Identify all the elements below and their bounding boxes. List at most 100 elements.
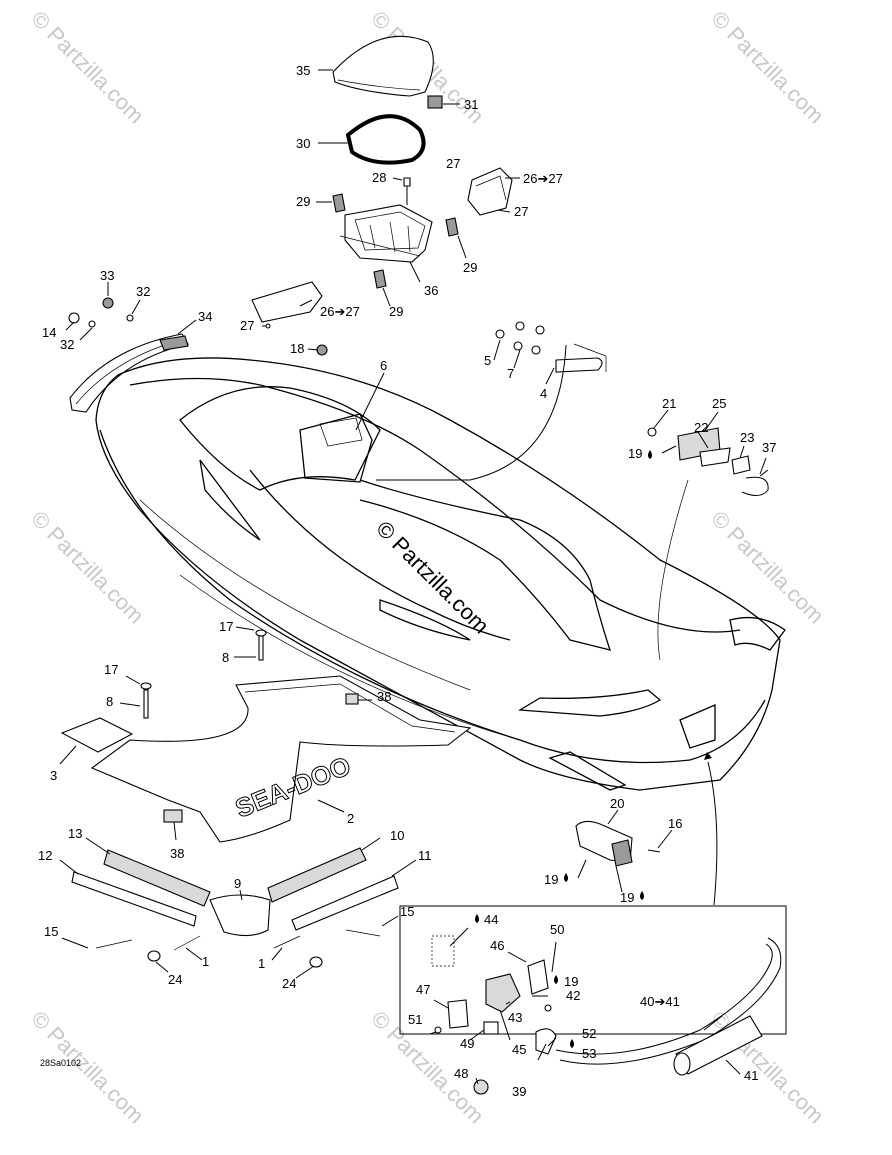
callout-label: 32	[60, 337, 74, 352]
callout-label: 36	[424, 283, 438, 298]
callout-label: 18	[290, 341, 304, 356]
storage-cover-part	[332, 35, 443, 109]
callout-label: 8	[222, 650, 229, 665]
callout-label: 27	[514, 204, 528, 219]
callout-label: 40➔41	[640, 994, 680, 1009]
callout-label: 28	[372, 170, 386, 185]
callout-label: 9	[234, 876, 241, 891]
hitch-parts	[495, 321, 607, 373]
hull-liner-part	[90, 675, 472, 843]
callout-label: 16	[668, 816, 682, 831]
callout-label: 41	[744, 1068, 758, 1083]
callout-labels: 35 31 30 27 28 26➔27 29 27 29 36 29 33 3…	[38, 63, 776, 1099]
bracket-part	[467, 167, 513, 216]
callout-label: 34	[198, 309, 212, 324]
callout-label: 27	[240, 318, 254, 333]
callout-label: 29	[463, 260, 477, 275]
watermark-text: © Partzilla.com	[26, 506, 149, 629]
callout-label: 30	[296, 136, 310, 151]
callout-label: 45	[512, 1042, 526, 1057]
sealant-drop-icon	[475, 914, 479, 923]
callout-label: 37	[762, 440, 776, 455]
sealant-drop-icon	[640, 891, 644, 900]
callout-label: 38	[170, 846, 184, 861]
callout-label: 2	[347, 811, 354, 826]
plug-parts	[140, 629, 267, 719]
callout-label: 3	[50, 768, 57, 783]
callout-label: 15	[400, 904, 414, 919]
callout-label: 13	[68, 826, 82, 841]
liner-gasket-part	[60, 717, 134, 753]
callout-label: 10	[390, 828, 404, 843]
callout-label: 24	[282, 976, 296, 991]
sealant-drop-icon	[564, 873, 568, 882]
callout-label: 29	[389, 304, 403, 319]
sponson-parts	[71, 847, 399, 968]
callout-label: 4	[540, 386, 547, 401]
callout-label: 19	[620, 890, 634, 905]
leader-arrow	[707, 761, 718, 906]
watermark-text: © Partzilla.com	[706, 1006, 829, 1129]
callout-label: 1	[258, 956, 265, 971]
callout-label: 14	[42, 325, 56, 340]
callout-label: 1	[202, 954, 209, 969]
callout-label: 24	[168, 972, 182, 987]
plate-part	[251, 281, 323, 329]
callout-label: 25	[712, 396, 726, 411]
callout-label: 51	[408, 1012, 422, 1027]
callout-label: 21	[662, 396, 676, 411]
callout-label: 43	[508, 1010, 522, 1025]
callout-label: 31	[464, 97, 478, 112]
callout-label: 17	[104, 662, 118, 677]
sealant-drop-icon	[570, 1039, 574, 1048]
callout-label: 48	[454, 1066, 468, 1081]
watermark-text: © Partzilla.com	[706, 6, 829, 129]
tow-pole-parts	[431, 935, 782, 1095]
callout-label: 39	[512, 1084, 526, 1099]
callout-label: 15	[44, 924, 58, 939]
callout-label: 33	[100, 268, 114, 283]
callout-label: 53	[582, 1046, 596, 1061]
callout-label: 49	[460, 1036, 474, 1051]
callout-label: 44	[484, 912, 498, 927]
callout-label: 12	[38, 848, 52, 863]
callout-label: 42	[566, 988, 580, 1003]
storage-bin-part	[332, 177, 459, 289]
callout-label: 19	[628, 446, 642, 461]
callout-label: 23	[740, 430, 754, 445]
callout-label: 19	[564, 974, 578, 989]
eye-bracket-parts	[647, 427, 769, 661]
callout-label: 22	[694, 420, 708, 435]
callout-label: 26➔27	[320, 304, 360, 319]
callout-label: 6	[380, 358, 387, 373]
storage-gasket-part	[345, 114, 426, 165]
watermarks: © Partzilla.com © Partzilla.com © Partzi…	[26, 6, 829, 1129]
bumper-part	[68, 297, 328, 413]
callout-label: 50	[550, 922, 564, 937]
callout-label: 52	[582, 1026, 596, 1041]
hull-body	[95, 357, 786, 791]
leader-lines	[59, 69, 767, 1085]
sealant-drop-icons	[475, 450, 652, 1048]
callout-label: 46	[490, 938, 504, 953]
callout-label: 19	[544, 872, 558, 887]
drain-plug-parts	[575, 820, 661, 867]
watermark-text: © Partzilla.com	[366, 1006, 489, 1129]
callout-label: 32	[136, 284, 150, 299]
callout-label: 35	[296, 63, 310, 78]
watermark-text: © Partzilla.com	[706, 506, 829, 629]
callout-label: 47	[416, 982, 430, 997]
callout-label: 8	[106, 694, 113, 709]
callout-label: 11	[418, 848, 432, 863]
callout-label: 26➔27	[523, 171, 563, 186]
sealant-drop-icon	[648, 450, 652, 459]
sealant-drop-icon	[554, 975, 558, 984]
callout-label: 27	[446, 156, 460, 171]
watermark-text: © Partzilla.com	[26, 6, 149, 129]
callout-label: 5	[484, 353, 491, 368]
callout-label: 20	[610, 796, 624, 811]
callout-label: 7	[507, 366, 514, 381]
callout-label: 29	[296, 194, 310, 209]
inset-frame	[399, 905, 787, 1035]
